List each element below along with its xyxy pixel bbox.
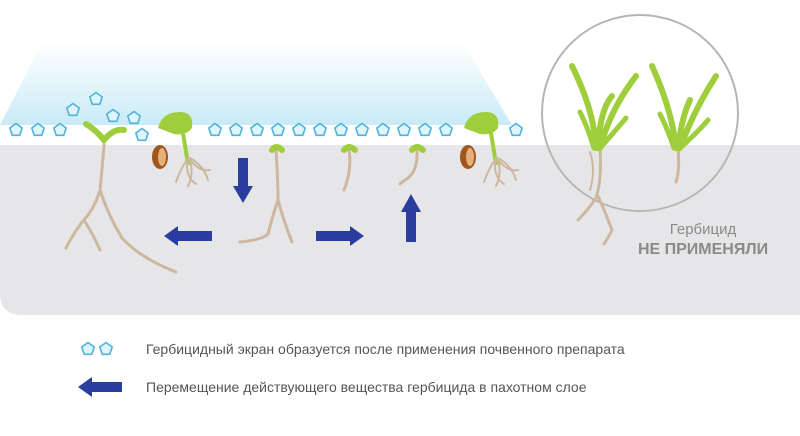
arrow-down-head [233, 186, 253, 203]
screen-star [291, 122, 307, 137]
seedling-plant-6 [460, 112, 519, 187]
legend-movement-text: Перемещение действующего вещества гербиц… [146, 379, 587, 395]
screen-star [30, 122, 46, 137]
not-applied-label: НЕ ПРИМЕНЯЛИ [637, 241, 769, 258]
herbicide-label: Гербицид [669, 221, 737, 238]
screen-star [229, 122, 243, 137]
screen-star [52, 122, 67, 137]
arrow-up-icon [406, 210, 416, 242]
pentagon-star-icon [81, 341, 113, 356]
screen-star [417, 122, 433, 137]
legend-screen-text: Гербицидный экран образуется после приме… [146, 341, 625, 357]
screen-star [312, 122, 328, 137]
seedling-plant-2 [152, 112, 211, 187]
herbicide-screen-glow [0, 43, 512, 125]
screen-star [396, 122, 412, 137]
healthy-plant-1 [569, 63, 639, 246]
seedling-plant-1 [64, 121, 178, 274]
screen-star [135, 127, 149, 142]
seedling-plant-4 [341, 144, 358, 192]
screen-star [375, 122, 391, 137]
arrow-up-head [401, 194, 421, 212]
screen-star [250, 122, 265, 137]
arrow-left-icon [78, 377, 122, 397]
screen-star [508, 122, 524, 137]
seedling-plant-5 [398, 144, 426, 186]
screen-star [208, 122, 222, 137]
arrow-down-icon [238, 158, 248, 186]
legend-item-screen: Гербицидный экран образуется после приме… [76, 337, 625, 361]
screen-star [270, 122, 286, 137]
movement-arrows [164, 158, 421, 246]
screen-star [333, 122, 349, 137]
screen-star [9, 122, 24, 137]
legend-item-movement: Перемещение действующего вещества гербиц… [76, 375, 586, 399]
seedling-plant-3 [238, 144, 294, 244]
screen-star [354, 122, 370, 137]
healthy-plant-2 [649, 63, 719, 184]
screen-star [438, 122, 454, 137]
